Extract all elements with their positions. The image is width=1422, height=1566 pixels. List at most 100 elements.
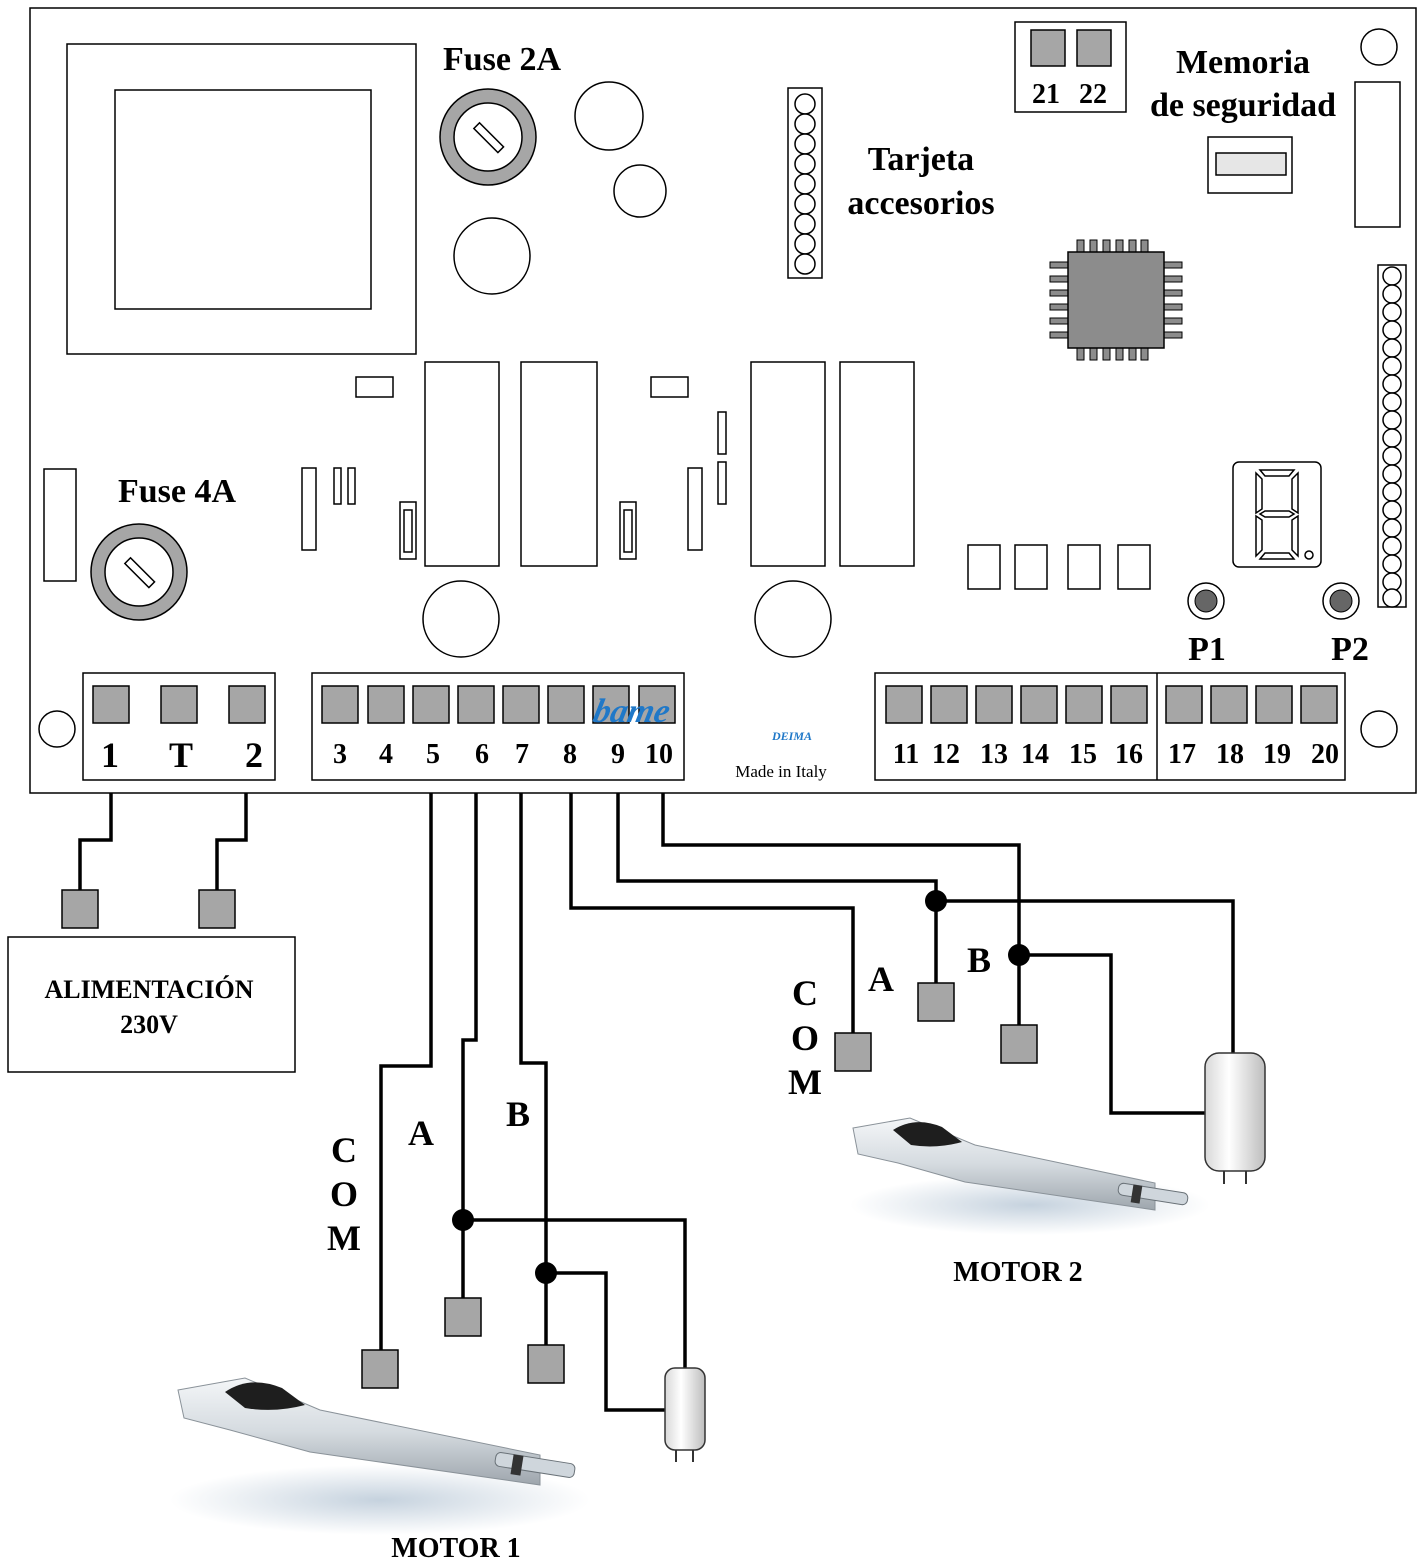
component [650,376,689,398]
wire-motor2-capacitor-a [936,899,1235,1060]
terminal-label-17: 17 [1168,739,1196,770]
microcontroller-chip [1049,239,1183,361]
terminal-13[interactable] [975,685,1013,724]
mounting-hole [1360,710,1398,748]
power-supply-voltage: 230V [120,1010,178,1039]
terminal-label-8: 8 [563,739,577,770]
junction-dot [1008,944,1030,966]
power-supply-label: ALIMENTACIÓN [45,975,254,1004]
terminal-label-t: T [169,735,193,775]
terminal-label-16: 16 [1115,739,1143,770]
terminal-label-21: 21 [1032,79,1060,110]
motor1-com-connector [361,1349,399,1389]
motor1-a-connector [444,1297,482,1337]
side-connector [1377,264,1407,608]
component [687,467,703,551]
terminal-16[interactable] [1110,685,1148,724]
motor1-capacitor [664,1367,706,1462]
terminal-19[interactable] [1255,685,1293,724]
terminal-5[interactable] [412,685,450,724]
motor2-title: MOTOR 2 [953,1257,1082,1288]
terminal-17[interactable] [1165,685,1203,724]
motor2-b-connector [1000,1024,1038,1064]
terminal-label-1: 1 [101,735,119,775]
motor2-com-connector [834,1032,872,1072]
svg-text:bame: bame [590,692,674,730]
relay [520,361,598,567]
terminal-label-20: 20 [1311,739,1339,770]
terminal-2[interactable] [228,685,266,724]
p2-label: P2 [1331,631,1369,668]
component [967,544,1001,590]
power-supply-connector [61,889,99,929]
p1-label: P1 [1188,631,1226,668]
terminal-15[interactable] [1065,685,1103,724]
motor2-b-label: B [967,940,991,980]
accessory-card-connector [787,87,823,279]
terminal-label-3: 3 [333,739,347,770]
terminal-label-5: 5 [426,739,440,770]
terminal-6[interactable] [457,685,495,724]
capacitor [754,580,832,658]
terminal-1[interactable] [92,685,130,724]
terminal-8[interactable] [547,685,585,724]
capacitor [613,164,667,218]
relay [839,361,915,567]
motor2-com-letter-c: C [792,973,818,1013]
motor1-com-letter-m: M [327,1218,361,1258]
terminal-label-11: 11 [893,739,919,770]
terminal-7[interactable] [502,685,540,724]
terminal-3[interactable] [321,685,359,724]
terminal-label-18: 18 [1216,739,1244,770]
wire-motor1-capacitor-b [546,1271,665,1412]
component [333,467,342,505]
terminal-18[interactable] [1210,685,1248,724]
terminal-label-15: 15 [1069,739,1097,770]
terminal-label-14: 14 [1021,739,1049,770]
accessory-card-label: accesorios [847,185,994,222]
terminal-20[interactable] [1300,685,1338,724]
fuse-4a [90,523,188,621]
transformer [66,43,417,355]
accessory-card-label: Tarjeta [868,141,974,178]
wire-terminal-1 [78,793,113,890]
terminal-label-10: 10 [645,739,673,770]
terminal-10[interactable] [638,685,676,724]
terminal-12[interactable] [930,685,968,724]
motor2-com-letter-o: O [791,1018,819,1058]
component [355,376,394,398]
p1-button[interactable] [1187,582,1225,620]
component [347,467,356,505]
component [301,467,317,551]
component [1117,544,1151,590]
capacitor [453,217,531,295]
bame-logo: bame DEIMA [590,692,812,743]
fuse-2a [439,88,537,186]
relay [424,361,500,567]
terminal-label-6: 6 [475,739,489,770]
capacitor [574,81,644,151]
terminal-t[interactable] [160,685,198,724]
terminal-11[interactable] [885,685,923,724]
terminal-label-4: 4 [379,739,393,770]
terminal-label-13: 13 [980,739,1008,770]
junction-dot [925,890,947,912]
terminal-block-top [1014,21,1127,113]
terminal-9[interactable] [592,685,630,724]
terminal-14[interactable] [1020,685,1058,724]
wire-motor2-a [616,793,938,983]
component [1067,544,1101,590]
component [1014,544,1048,590]
mounting-hole [1360,28,1398,66]
terminal-label-19: 19 [1263,739,1291,770]
terminal-label-2: 2 [245,735,263,775]
junction-dot [535,1262,557,1284]
component [623,509,633,553]
wire-motor2-capacitor-b [1019,953,1205,1115]
motor1-b-connector [527,1344,565,1384]
memory-module [1207,136,1293,194]
p2-button[interactable] [1322,582,1360,620]
made-in-italy: Made in Italy [735,762,827,781]
terminal-4[interactable] [367,685,405,724]
